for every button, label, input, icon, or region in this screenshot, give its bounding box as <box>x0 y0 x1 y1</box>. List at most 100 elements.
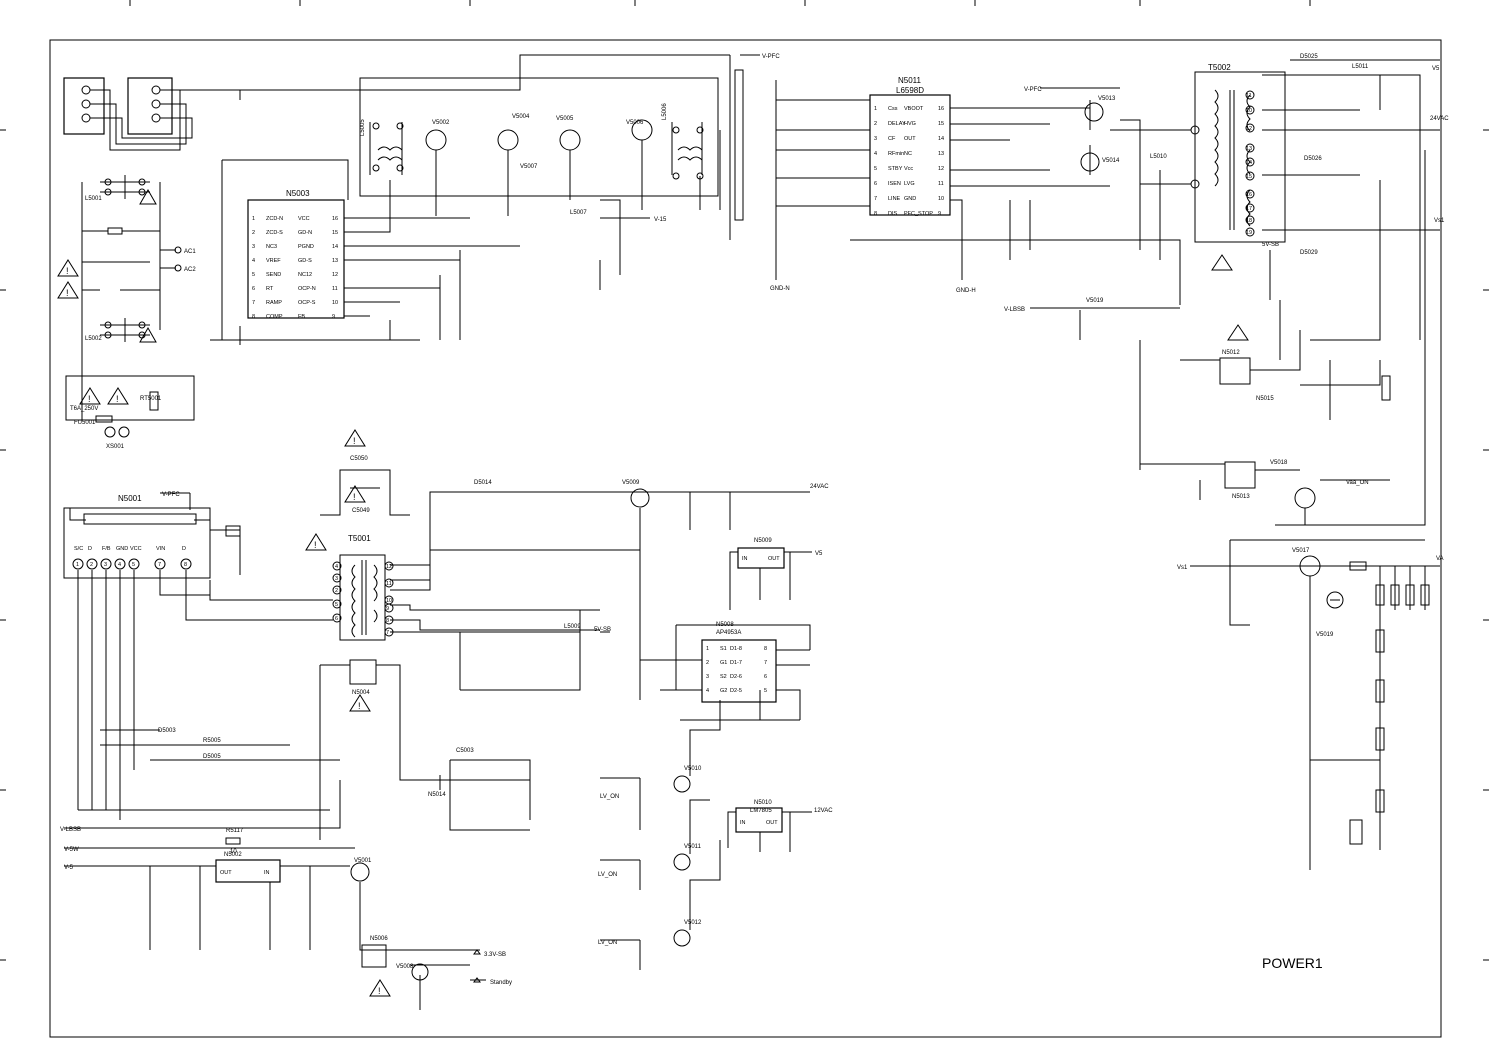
n5002-ref: N5002 <box>224 852 242 858</box>
n5008-pin-7-name: D1-7 <box>730 660 742 666</box>
n5004-label: N5004 <box>352 690 370 696</box>
v5005-label: V5005 <box>556 116 574 122</box>
n5001-pin-8-num: 8 <box>184 562 187 568</box>
n5008-pin-6-name: D2-6 <box>730 674 742 680</box>
n5011-pin-2-name: DELAY <box>888 121 906 127</box>
svg-text:!: ! <box>378 986 381 996</box>
n5008-pin-8-name: D1-8 <box>730 646 742 652</box>
t5002-pin-12-marker <box>1245 123 1255 133</box>
n5003-pin-1-num: 1 <box>252 216 255 222</box>
n5011-pin-8-name: DIS <box>888 211 898 217</box>
n5011-pin-16-name: VBOOT <box>904 106 924 112</box>
secondary-output-section: V5009 24VAC D5014 L5009 5V-SB N5009 IN O… <box>459 480 833 970</box>
r5117-label: R5117 <box>226 828 244 834</box>
n5011-pin-9-name: PFC_STOP <box>904 211 933 217</box>
lv-on-1-label: LV_ON <box>600 794 619 800</box>
v-lbsb-label: V-LBSB <box>1004 307 1025 313</box>
lv-on-3-label: LV_ON <box>598 940 617 946</box>
v5019b-label: V5019 <box>1316 632 1334 638</box>
va-label: VA <box>1436 556 1444 562</box>
n5001-pin-5-marker <box>128 558 140 570</box>
v5010-label: V5010 <box>684 766 702 772</box>
socket-left <box>63 77 105 135</box>
d5026-label: D5026 <box>1304 156 1322 162</box>
c5050-label: C5050 <box>350 456 368 462</box>
n5002-in: IN <box>264 870 270 876</box>
t5002-ref: T5002 <box>1208 63 1231 72</box>
n5001-pin-3-marker <box>100 558 112 570</box>
svg-text:!: ! <box>358 701 361 711</box>
n5011-right-pins: 16VBOOT15HVG14OUT13NC12Vcc11LVG10GND9PFC… <box>904 106 944 217</box>
v5004-label: V5004 <box>512 114 530 120</box>
n5003-pin-11-num: 11 <box>332 286 338 292</box>
n5001-pin-3-name: F/B <box>102 546 111 552</box>
n5003-pin-3-num: 3 <box>252 244 255 250</box>
v5002-label: V5002 <box>432 120 450 126</box>
v5007-label: V5007 <box>520 164 538 170</box>
n5003-pin-16-name: VCC <box>298 216 310 222</box>
n5011-ref: N5011 <box>898 76 922 85</box>
t5001-pin-6-marker <box>332 613 342 623</box>
n5001-pin-2-marker <box>86 558 98 570</box>
n5011-pin-3-num: 3 <box>874 136 877 142</box>
n5012-label: N5012 <box>1222 350 1240 356</box>
t5001-pin-8-num: 8 <box>386 618 389 624</box>
fuse-ref: FU5001 <box>74 420 96 426</box>
svg-text:!: ! <box>66 288 69 298</box>
svg-text:!: ! <box>353 436 356 446</box>
v-pfc-2-label: V-PFC <box>1024 87 1042 93</box>
svg-text:!: ! <box>353 492 356 502</box>
n5001-pin-7-num: 7 <box>158 562 161 568</box>
svg-text:!: ! <box>116 394 119 404</box>
n5003-pin-8-name: COMP <box>266 314 283 320</box>
n5008-pin-3-num: 3 <box>706 674 709 680</box>
vs1-in-label: Vs1 <box>1177 565 1188 571</box>
n5003-pin-9-name: FB <box>298 314 305 320</box>
v3-3-label: 3.3V-SB <box>484 952 506 958</box>
l5002-label: L5002 <box>85 336 102 342</box>
n5003-pin-5-name: SEND <box>266 272 281 278</box>
c5003-label: C5003 <box>456 748 474 754</box>
n5003-pin-11-name: OCP-N <box>298 286 316 292</box>
n5003-pin-7-num: 7 <box>252 300 255 306</box>
v5-out-2-label: V5 <box>815 551 823 557</box>
d5014-label: D5014 <box>474 480 492 486</box>
n5011-pin-13-name: NC <box>904 151 912 157</box>
v5018-label: V5018 <box>1270 460 1288 466</box>
ac2-label: AC2 <box>184 267 196 273</box>
t5002-pin-18-marker <box>1245 215 1255 225</box>
n5011-part: L6598D <box>896 86 924 95</box>
n5008-pin-2-name: G1 <box>720 660 727 666</box>
t5001-pin-3-marker <box>332 573 342 583</box>
n5010-chip <box>735 807 783 833</box>
n5003-pin-14-num: 14 <box>332 244 338 250</box>
t5002-pin-13-num: 13 <box>1246 146 1252 152</box>
t5002-pin-18-num: 18 <box>1246 218 1252 224</box>
t5002-pin-10-marker <box>1245 105 1255 115</box>
n5003-right-pins: 16VCC15GD-N14PGND13GD-S12NC1211OCP-N10OC… <box>298 216 338 320</box>
t5001-pin-11-num: 11 <box>386 581 392 587</box>
lv-on-2-label: LV_ON <box>598 872 617 878</box>
n5003-pin-4-num: 4 <box>252 258 255 264</box>
v5013-label: V5013 <box>1098 96 1116 102</box>
v5014-label: V5014 <box>1102 158 1120 164</box>
n5003-chip <box>247 199 345 319</box>
n5003-pin-3-name: NC3 <box>266 244 277 250</box>
n5003-pin-10-name: OCP-S <box>298 300 316 306</box>
l5006-label: L5006 <box>662 103 668 120</box>
n5003-pin-13-num: 13 <box>332 258 338 264</box>
t5001-ref: T5001 <box>348 534 371 543</box>
n5011-pin-6-name: ISEN <box>888 181 901 187</box>
n5001-pin-5-num: 5 <box>132 562 135 568</box>
t5001-pin-4-marker <box>332 561 342 571</box>
n5011-chip <box>869 94 951 216</box>
d5029-label: D5029 <box>1300 250 1318 256</box>
n5002-chip <box>215 859 281 883</box>
v24-main-label: 24VAC <box>1430 116 1449 122</box>
n5003-pin-12-name: NC12 <box>298 272 312 278</box>
n5011-pin-12-num: 12 <box>938 166 944 172</box>
